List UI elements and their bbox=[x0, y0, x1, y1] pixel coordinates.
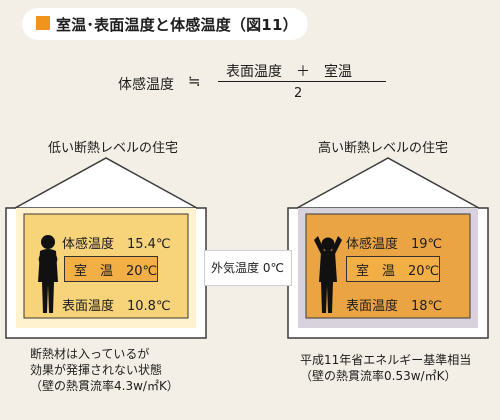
low-note-line-1: 断熱材は入っているが bbox=[30, 347, 150, 361]
house-high-label: 高い断熱レベルの住宅 bbox=[318, 141, 449, 156]
low-surface-temp: 表面温度 10.8℃ bbox=[62, 299, 171, 314]
low-note-line-3: （壁の熱貫流率4.3w/㎡K） bbox=[30, 379, 179, 393]
person-low-silhouette bbox=[38, 235, 58, 313]
high-room-box bbox=[346, 256, 440, 282]
low-feel-temp: 体感温度 15.4℃ bbox=[62, 237, 171, 252]
title-square-icon bbox=[36, 16, 50, 30]
high-house-note: 平成11年省エネルギー基準相当 （壁の熱貫流率0.53w/㎡K） bbox=[300, 352, 471, 384]
high-feel-temp: 体感温度 19℃ bbox=[346, 237, 443, 252]
outside-temp-label: 外気温度 0℃ bbox=[211, 261, 284, 275]
low-room-box bbox=[64, 256, 158, 282]
formula-numerator: 表面温度 ＋ 室温 bbox=[226, 64, 352, 80]
high-room-temp: 室 温 20℃ bbox=[356, 264, 440, 279]
outside-temp-box bbox=[204, 250, 292, 286]
low-note-line-2: 効果が発揮されない状態 bbox=[30, 363, 163, 377]
formula-fraction-line bbox=[218, 81, 386, 82]
formula-denominator: 2 bbox=[294, 86, 303, 101]
formula-approx: ≒ bbox=[188, 72, 201, 90]
house-low-roof bbox=[5, 157, 207, 214]
title-pill bbox=[22, 8, 308, 40]
high-note-line-2: （壁の熱貫流率0.53w/㎡K） bbox=[300, 369, 457, 383]
high-note-line-1: 平成11年省エネルギー基準相当 bbox=[300, 353, 472, 367]
person-high-silhouette bbox=[314, 236, 342, 313]
house-low-label: 低い断熱レベルの住宅 bbox=[48, 141, 179, 156]
high-surface-temp: 表面温度 18℃ bbox=[346, 299, 443, 314]
low-house-note: 断熱材は入っているが 効果が発揮されない状態 （壁の熱貫流率4.3w/㎡K） bbox=[30, 346, 179, 394]
low-room-temp: 室 温 20℃ bbox=[74, 264, 158, 279]
house-high-roof bbox=[287, 157, 489, 214]
formula-lhs: 体感温度 bbox=[118, 77, 174, 93]
page-title: 室温･表面温度と体感温度（図11） bbox=[56, 16, 298, 34]
